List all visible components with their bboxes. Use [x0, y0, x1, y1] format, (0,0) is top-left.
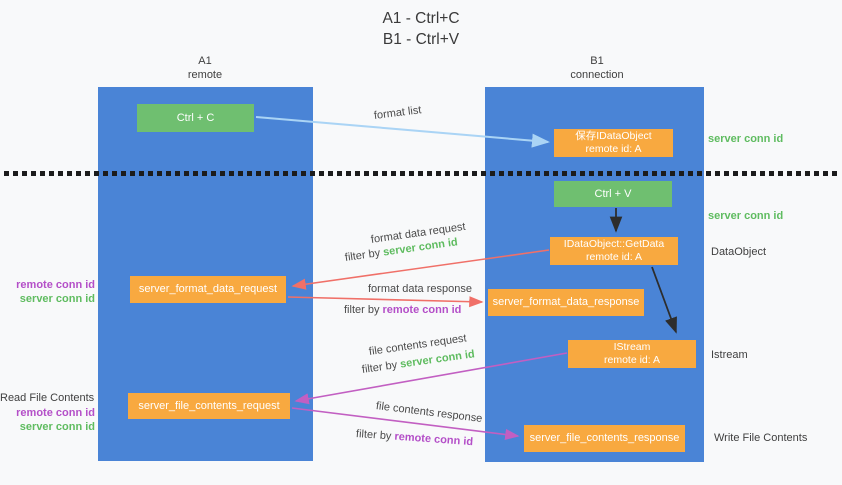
node-server-file-contents-response: server_file_contents_response: [524, 425, 685, 452]
clipboard-divider-line: [4, 171, 838, 176]
node-ctrl-v-label: Ctrl + V: [594, 188, 632, 200]
node-istream-line2: remote id: A: [603, 354, 661, 366]
title-line-1: A1 - Ctrl+C: [382, 10, 460, 27]
node-server-format-data-request: server_format_data_request: [130, 276, 286, 303]
node-ctrl-c-label: Ctrl + C: [176, 112, 215, 124]
node-istream: IStream remote id: A: [568, 340, 696, 368]
node-server-format-data-response: server_format_data_response: [488, 289, 644, 316]
remote-conn-id-text-2: remote conn id: [394, 430, 474, 449]
node-getdata-line2: remote id: A: [585, 251, 643, 263]
filter-by-text-1: filter by: [344, 247, 381, 264]
edge-label-format-list: format list: [373, 104, 423, 122]
edge-label-filter-by-remote-1: filter by remote conn id: [344, 304, 461, 316]
node-getdata-line1: IDataObject::GetData: [563, 238, 665, 250]
node-file-request-label: server_file_contents_request: [138, 399, 280, 412]
label-dataobject: DataObject: [711, 246, 767, 258]
node-ctrl-v: Ctrl + V: [554, 181, 672, 207]
label-write-file-contents: Write File Contents: [714, 432, 808, 444]
column-header-a1: A1 remote: [135, 54, 275, 82]
label-server-conn-id-left-top: server conn id: [19, 293, 95, 305]
node-save-idataobject: 保存IDataObject remote id: A: [554, 129, 673, 157]
column-header-b1: B1 connection: [527, 54, 667, 82]
filter-by-text-3: filter by: [361, 359, 398, 376]
node-istream-line1: IStream: [613, 341, 651, 353]
node-server-file-contents-request: server_file_contents_request: [128, 393, 290, 419]
label-server-conn-id-top: server conn id: [708, 133, 784, 145]
label-read-file-contents: Read File Contents: [0, 392, 95, 404]
label-istream: Istream: [711, 349, 748, 361]
column-a1-subtitle: remote: [187, 69, 223, 81]
node-format-response-label: server_format_data_response: [492, 296, 640, 308]
column-a1-name: A1: [198, 55, 212, 67]
label-server-conn-id-left-bottom: server conn id: [19, 421, 95, 433]
column-b1-name: B1: [590, 55, 604, 67]
node-save-idataobject-line1: 保存IDataObject: [575, 130, 652, 142]
node-ctrl-c: Ctrl + C: [137, 104, 254, 132]
title-line-2: B1 - Ctrl+V: [382, 31, 460, 48]
arrow-format-data-response: [287, 296, 484, 308]
node-file-response-label: server_file_contents_response: [529, 432, 680, 444]
edge-label-file-contents-response: file contents response: [375, 400, 483, 425]
node-save-idataobject-line2: remote id: A: [585, 143, 642, 155]
node-format-request-label: server_format_data_request: [138, 283, 278, 295]
edge-label-filter-by-remote-2: filter by remote conn id: [356, 428, 474, 448]
label-remote-conn-id-left-top: remote conn id: [16, 279, 95, 291]
label-server-conn-id-mid: server conn id: [708, 210, 784, 222]
filter-by-text-4: filter by: [355, 428, 392, 443]
column-b1-subtitle: connection: [570, 69, 624, 81]
remote-conn-id-text-1: remote conn id: [382, 304, 462, 316]
diagram-title: A1 - Ctrl+C B1 - Ctrl+V: [0, 8, 842, 50]
filter-by-text-2: filter by: [344, 304, 380, 316]
label-remote-conn-id-left-bottom: remote conn id: [16, 407, 95, 419]
edge-label-format-data-response: format data response: [368, 283, 472, 295]
node-idataobject-getdata: IDataObject::GetData remote id: A: [550, 237, 678, 265]
